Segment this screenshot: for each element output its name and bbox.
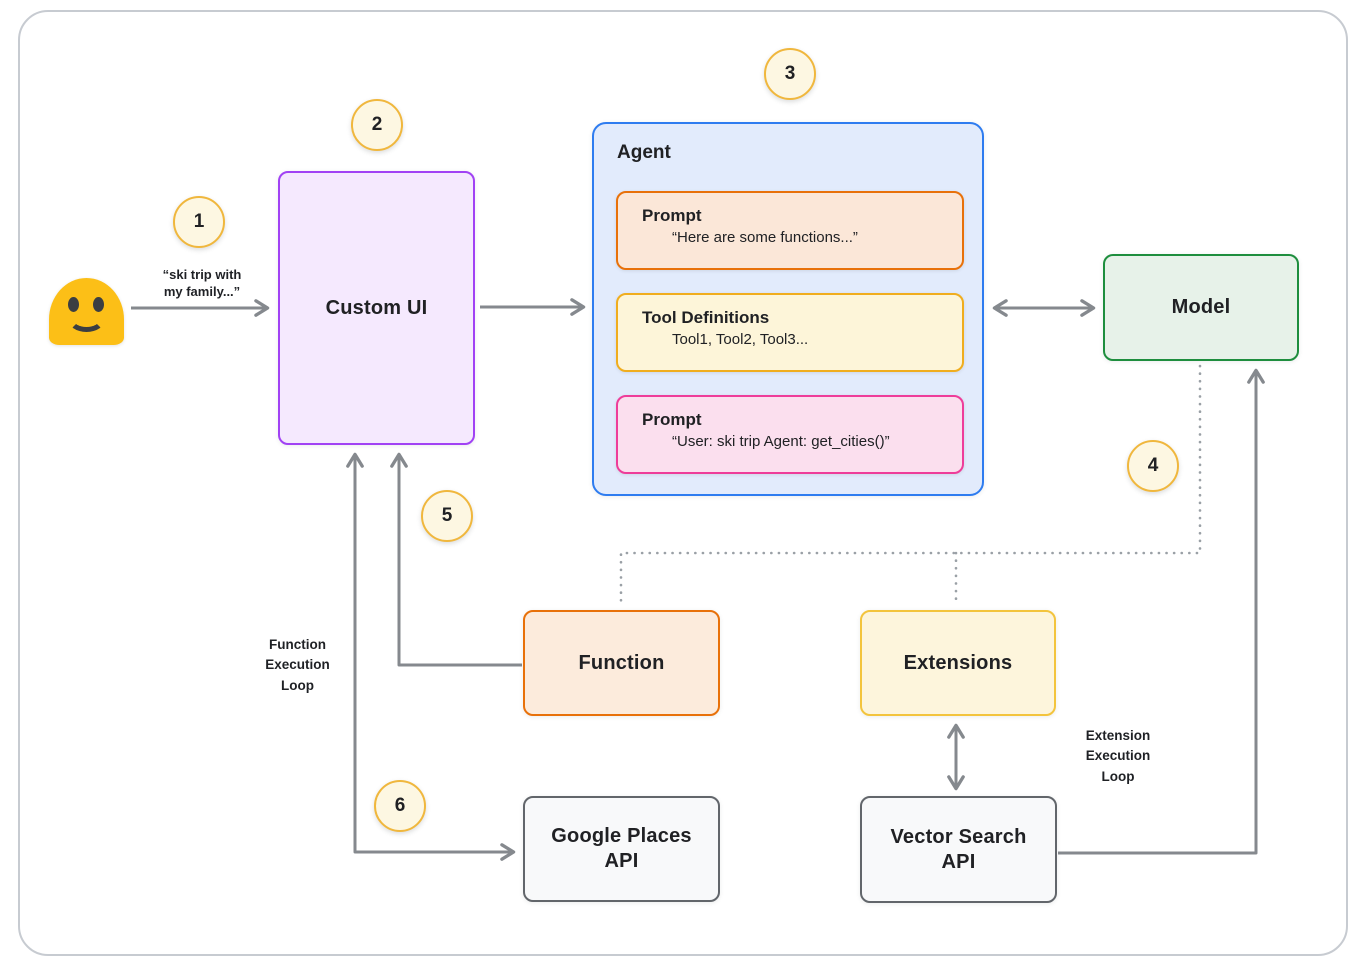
- tool-definitions-subtitle: Tool1, Tool2, Tool3...: [672, 331, 809, 348]
- prompt-subtitle: “Here are some functions...”: [672, 229, 858, 246]
- function-loop-line1: Function: [269, 637, 326, 652]
- agent-conversation-prompt-box: Prompt “User: ski trip Agent: get_cities…: [616, 395, 964, 474]
- model-label: Model: [1171, 296, 1231, 318]
- prompt-title: Prompt: [642, 410, 702, 429]
- agent-prompt-box: Prompt “Here are some functions...”: [616, 191, 964, 270]
- dotted-model-to-function: [619, 364, 1202, 606]
- step-badge-2: 2: [351, 99, 403, 151]
- function-loop-line2: Execution: [265, 657, 330, 673]
- user-utterance: “ski trip with my family...”: [138, 267, 266, 301]
- custom-ui-label: Custom UI: [325, 296, 428, 319]
- extension-loop-line2: Execution: [1085, 748, 1151, 764]
- google-places-api-box: Google Places API: [523, 796, 720, 902]
- google-places-api-line2: API: [604, 850, 639, 872]
- model-box: Model: [1103, 254, 1299, 361]
- user-utterance-line2: my family...”: [163, 283, 241, 299]
- function-label: Function: [578, 651, 665, 674]
- vector-search-api-label: Vector Search API: [890, 825, 1026, 875]
- function-execution-loop-label: Function Execution Loop: [245, 635, 350, 696]
- extension-execution-loop-label: Extension Execution Loop: [1062, 726, 1174, 787]
- function-box: Function: [523, 610, 720, 716]
- tool-definitions-box: Tool Definitions Tool1, Tool2, Tool3...: [616, 293, 964, 372]
- user-emoji-icon: [49, 278, 124, 345]
- step-badge-1: 1: [173, 196, 225, 248]
- user-utterance-line1: “ski trip with: [162, 267, 242, 282]
- user-emoji-eye: [68, 297, 79, 312]
- step-badge-5: 5: [421, 490, 473, 542]
- step-badge-6: 6: [374, 780, 426, 832]
- google-places-api-label: Google Places API: [551, 824, 691, 874]
- arrow-function-to-custom-ui: [390, 452, 522, 667]
- agent-label: Agent: [617, 142, 671, 163]
- vector-search-api-line1: Vector Search: [890, 825, 1027, 848]
- user-emoji-smile: [68, 306, 105, 332]
- extension-loop-line1: Extension: [1085, 728, 1151, 743]
- arrow-vector-search-to-model: [1058, 368, 1265, 855]
- arrow-custom-ui-google-places-loop: [346, 452, 516, 861]
- prompt-subtitle: “User: ski trip Agent: get_cities()”: [672, 433, 890, 450]
- agent-box: Agent Prompt “Here are some functions...…: [592, 122, 984, 496]
- step-badge-4: 4: [1127, 440, 1179, 492]
- tool-definitions-title: Tool Definitions: [642, 308, 770, 327]
- extension-loop-line3: Loop: [1101, 768, 1135, 784]
- extensions-box: Extensions: [860, 610, 1056, 716]
- function-loop-line3: Loop: [281, 677, 314, 693]
- vector-search-api-line2: API: [941, 850, 976, 873]
- extensions-label: Extensions: [903, 651, 1013, 674]
- custom-ui-box: Custom UI: [278, 171, 475, 445]
- prompt-title: Prompt: [642, 206, 702, 225]
- google-places-api-line1: Google Places: [551, 825, 692, 847]
- step-badge-3: 3: [764, 48, 816, 100]
- user-emoji-eye: [93, 297, 104, 312]
- vector-search-api-box: Vector Search API: [860, 796, 1057, 903]
